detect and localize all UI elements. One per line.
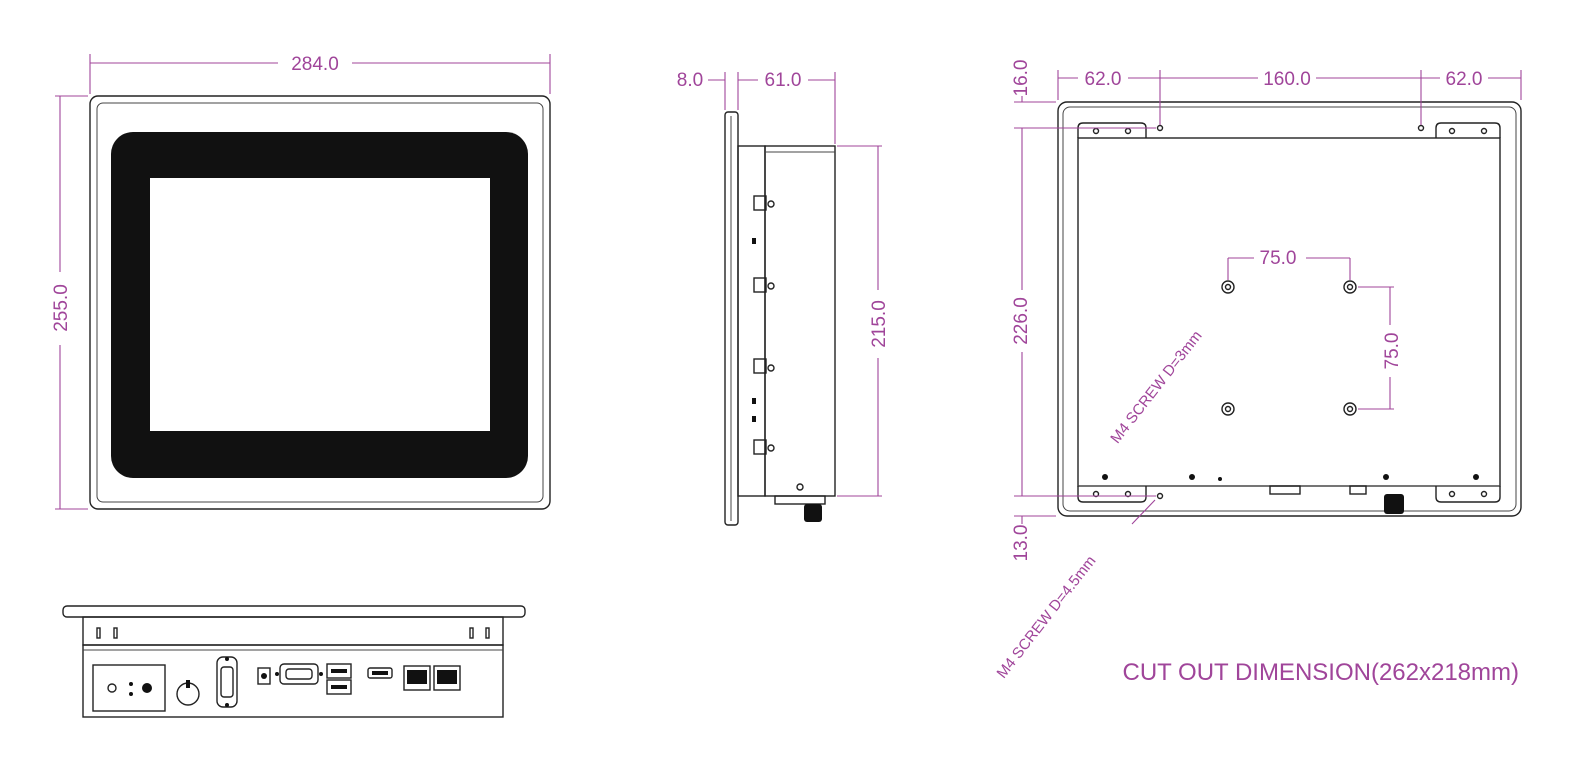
side-view (724, 111, 836, 526)
rear-view (1057, 101, 1522, 517)
side-depth-label: 61.0 (765, 70, 802, 91)
vesa-vertical-label: 75.0 (1382, 333, 1403, 370)
lan-ports (403, 665, 461, 691)
vesa-dimensions: 75.0 75.0 (1227, 248, 1403, 410)
side-bezel-label: 8.0 (677, 70, 703, 91)
power-button (176, 680, 200, 706)
front-height-label: 255.0 (51, 284, 72, 332)
db9-horizontal-port (275, 663, 323, 685)
screw-callouts: M4 SCREW D=3mm M4 SCREW D=4.5mm (993, 328, 1205, 682)
hdmi-port (367, 667, 393, 679)
power-panel (92, 664, 166, 712)
rear-height-bottom-label: 13.0 (1011, 525, 1032, 562)
usb-ports (326, 663, 352, 695)
db9-vertical-port (216, 656, 238, 708)
side-height-dimension: 215.0 (837, 145, 890, 497)
rear-margin-left-label: 62.0 (1085, 69, 1122, 90)
rear-height-top-label: 16.0 (1011, 60, 1032, 97)
rear-total-height-label: 226.0 (1011, 297, 1032, 345)
cutout-dimension-label: CUT OUT DIMENSION(262x218mm) (1122, 659, 1519, 686)
rear-left-dimensions: 16.0 226.0 13.0 (1011, 60, 1156, 562)
front-width-label: 284.0 (291, 54, 339, 75)
rear-connector-knob (1384, 494, 1404, 514)
rear-margin-right-label: 62.0 (1446, 69, 1483, 90)
side-top-dimensions: 8.0 61.0 (677, 70, 836, 144)
side-height-label: 215.0 (869, 300, 890, 348)
mount-screw-label: M4 SCREW D=4.5mm (993, 553, 1099, 682)
dc-jack (257, 667, 271, 685)
bottom-view (62, 605, 526, 718)
vesa-screw-label: M4 SCREW D=3mm (1107, 328, 1205, 447)
vesa-horizontal-label: 75.0 (1260, 248, 1297, 269)
side-connector-knob (804, 504, 822, 522)
rear-top-dimensions: 62.0 160.0 62.0 (1057, 69, 1522, 125)
front-width-dimension: 284.0 (89, 54, 551, 94)
display-area (150, 178, 490, 431)
front-view (89, 95, 551, 510)
front-height-dimension: 255.0 (51, 95, 88, 510)
rear-hole-spacing-label: 160.0 (1263, 69, 1311, 90)
vesa-nuts (1221, 280, 1357, 416)
